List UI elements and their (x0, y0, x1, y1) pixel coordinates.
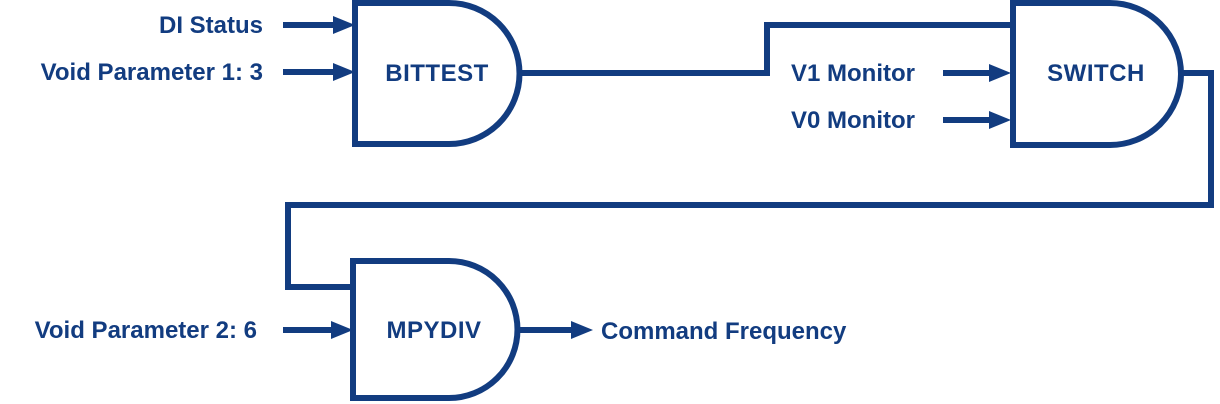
v0-monitor-arrowhead-icon (989, 111, 1011, 129)
v1-monitor-arrowhead-icon (989, 64, 1011, 82)
void-param-1-arrow (283, 63, 355, 81)
di-status-label: DI Status (159, 12, 263, 39)
bittest-gate-label: BITTEST (385, 60, 489, 87)
void-param-1-label: Void Parameter 1: 3 (41, 59, 263, 86)
wire-switch-to-mpydiv (285, 70, 1214, 290)
command-frequency-arrow (517, 321, 593, 339)
v1-monitor-arrow (943, 64, 1011, 82)
void-param-2-arrow (283, 321, 353, 339)
void-param-2-label: Void Parameter 2: 6 (35, 317, 257, 344)
v0-monitor-label: V0 Monitor (791, 107, 915, 134)
switch-gate: SWITCH (1010, 0, 1184, 148)
v1-monitor-label: V1 Monitor (791, 60, 915, 87)
switch-gate-label: SWITCH (1047, 60, 1145, 87)
mpydiv-gate: MPYDIV (350, 258, 521, 401)
v0-monitor-arrow (943, 111, 1011, 129)
command-frequency-label: Command Frequency (601, 318, 847, 345)
command-frequency-arrowhead-icon (571, 321, 593, 339)
void-param-1-arrowhead-icon (333, 63, 355, 81)
wire-bittest-to-switch (519, 22, 1012, 76)
void-param-2-arrowhead-icon (331, 321, 353, 339)
di-status-arrow (283, 16, 355, 34)
mpydiv-gate-label: MPYDIV (386, 317, 481, 344)
bittest-gate: BITTEST (352, 0, 523, 147)
switch-gate-shape (1010, 0, 1184, 148)
di-status-arrowhead-icon (333, 16, 355, 34)
bittest-gate-shape (352, 0, 523, 147)
